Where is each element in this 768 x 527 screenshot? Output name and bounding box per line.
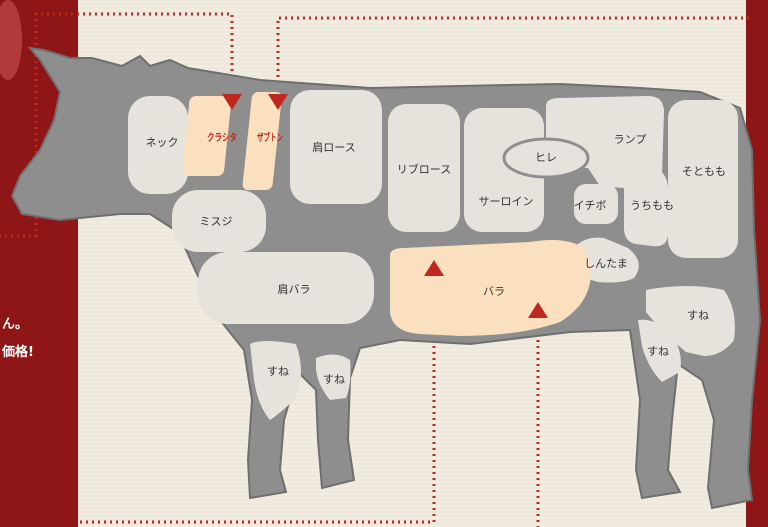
label-neck: ネック <box>146 136 179 149</box>
label-sune-rear-1: すね <box>687 309 709 322</box>
label-uchimomo: うちもも <box>630 199 674 212</box>
label-zabuton: ザブトン <box>257 131 283 144</box>
label-kata-loin: 肩ロース <box>312 140 355 154</box>
meat-photo-fragment <box>0 0 22 80</box>
label-rib-loin: リブロース <box>397 162 451 176</box>
label-bara: バラ <box>483 285 505 298</box>
label-sune-front-1: すね <box>267 365 289 378</box>
label-kurashita: クラシタ <box>207 132 237 144</box>
label-rump: ランプ <box>614 133 647 146</box>
label-kata-bara: 肩バラ <box>278 282 311 296</box>
label-shintama: しんたま <box>584 257 628 270</box>
label-sotomomo: そともも <box>682 165 726 178</box>
cut-sotomomo <box>668 100 738 258</box>
label-sirloin: サーロイン <box>479 195 534 208</box>
label-misuji: ミスジ <box>200 215 233 228</box>
label-ichibo: イチボ <box>574 199 607 212</box>
label-sune-rear-2: すね <box>647 345 669 358</box>
label-sune-front-2: すね <box>323 373 345 386</box>
label-hire: ヒレ <box>535 151 557 164</box>
